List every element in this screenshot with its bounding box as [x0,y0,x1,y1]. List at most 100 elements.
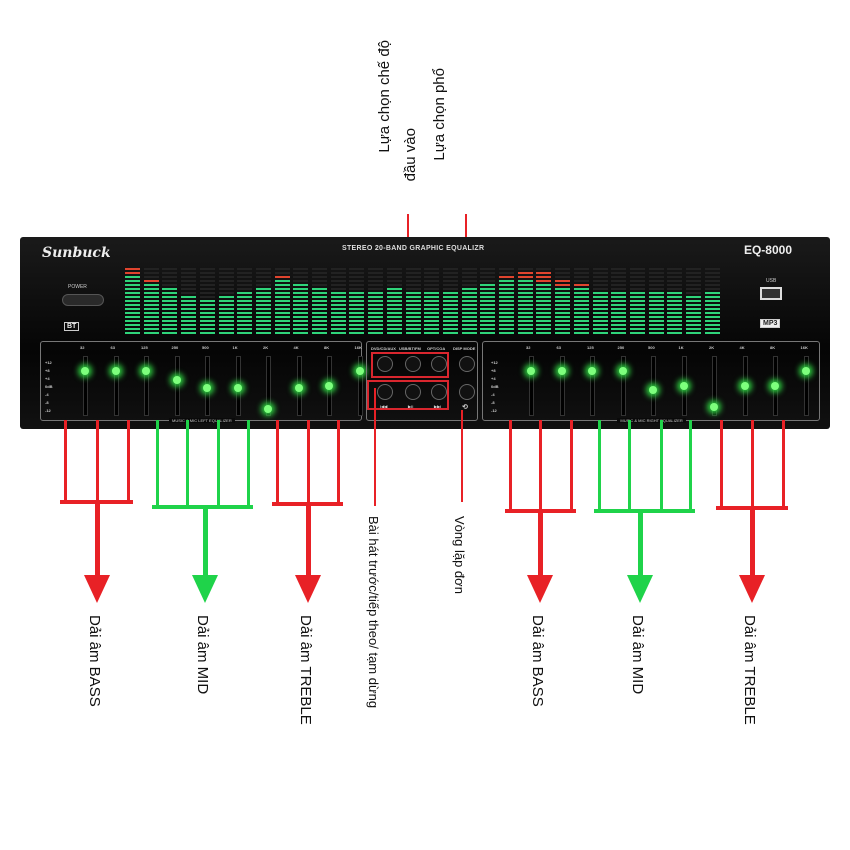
treble-right-arrow-icon [739,575,765,603]
prev-button[interactable] [377,384,393,400]
db-scale-label: +4 [45,376,50,381]
eq-slider-2K[interactable] [710,356,718,416]
eq-slider-1K[interactable] [679,356,688,416]
eq-slider-250[interactable] [172,356,181,416]
btn-label-opt: OPT/COA [427,346,446,351]
spectrum-bar [368,268,384,334]
spectrum-bar [704,268,720,334]
disp-mode-button[interactable] [459,356,475,372]
mid-left-tick-line [156,420,159,505]
slider-knob[interactable] [142,367,150,376]
freq-label: 125 [587,345,594,350]
pointer-line-prev-next [374,388,376,506]
freq-label: 250 [171,345,179,350]
play-pause-button[interactable] [405,384,421,400]
eq-slider-32[interactable] [527,356,535,416]
annotation-spectrum-mode: Lựa chọn phổ [431,68,448,161]
eq-slider-63[interactable] [557,356,566,416]
slider-knob[interactable] [679,381,688,390]
highlight-input-buttons [371,352,449,378]
mid-left-arrow-shaft [203,505,208,575]
bluetooth-badge: BT [64,322,80,331]
bass-left-tick-line [127,420,130,500]
pointer-line-loop [461,410,463,502]
eq-slider-4K[interactable] [740,356,749,416]
slider-knob[interactable] [203,384,211,392]
spectrum-bar [386,268,402,334]
eq-slider-8K[interactable] [771,356,779,416]
eq-slider-125[interactable] [142,356,150,416]
eq-slider-125[interactable] [588,356,596,416]
slider-knob[interactable] [81,367,89,376]
slider-knob[interactable] [233,384,242,392]
usb-label: USB [766,278,777,284]
eq-slider-250[interactable] [618,356,627,416]
eq-slider-16K[interactable] [355,356,364,416]
dvd-cd-aux-button[interactable] [377,356,393,372]
db-scale-label: +4 [491,376,496,381]
slider-knob[interactable] [588,367,596,376]
slider-knob[interactable] [264,405,272,413]
mid-right-arrow-shaft [638,509,643,575]
spectrum-bar [629,268,645,334]
slider-knob[interactable] [618,367,627,376]
spectrum-bar [499,268,514,334]
treble-left-arrow-shaft [306,502,311,575]
eq-slider-2K[interactable] [264,356,272,416]
repeat-one-icon: ⟲ [462,404,468,411]
spectrum-bar [667,268,683,334]
freq-label: 1K [678,345,684,350]
slider-knob[interactable] [527,367,535,376]
slider-knob[interactable] [172,375,181,384]
eq-slider-1K[interactable] [233,356,242,416]
spectrum-bar [199,268,215,334]
slider-knob[interactable] [557,367,566,376]
eq-slider-500[interactable] [649,356,657,416]
spectrum-bar [405,268,421,334]
btn-label-usb: USB/BT/FM [399,346,421,351]
spectrum-bar [480,268,496,334]
spectrum-bar [555,268,571,334]
freq-label: 32 [80,345,85,350]
spectrum-bar [255,268,271,334]
treble-left-tick-line [337,420,340,502]
panel-title: STEREO 20-BAND GRAPHIC EQUALIZR [342,245,485,252]
mid-left-tick-line [217,420,220,505]
spectrum-bar [125,268,140,334]
prev-icon: |◀◀ [380,404,388,409]
bass-right-arrow-icon [527,575,553,603]
opt-coa-button[interactable] [431,356,447,372]
eq-slider-500[interactable] [203,356,211,416]
next-button[interactable] [431,384,447,400]
repeat-one-button[interactable] [459,384,475,400]
mid-right-bracket [594,509,695,513]
bass-left-tick-line [96,420,99,500]
power-button[interactable] [62,294,104,306]
slider-knob[interactable] [771,381,779,390]
slider-knob[interactable] [801,367,810,376]
power-label: POWER [68,284,87,290]
eq-slider-63[interactable] [111,356,120,416]
slider-knob[interactable] [710,402,718,411]
slider-knob[interactable] [294,384,303,392]
db-scale-label: -12 [45,408,51,413]
db-scale-label: -4 [45,392,49,397]
mid-left-tick-line [247,420,250,505]
usb-port[interactable] [760,287,782,300]
slider-knob[interactable] [355,367,364,376]
slider-knob[interactable] [649,386,657,395]
slider-knob[interactable] [740,381,749,390]
annotation-loop: Vòng lặp đơn [452,516,467,594]
slider-knob[interactable] [111,367,120,376]
db-scale-label: +12 [491,360,498,365]
eq-slider-16K[interactable] [801,356,810,416]
usb-bt-fm-button[interactable] [405,356,421,372]
bass-left-arrow-icon [84,575,110,603]
eq-slider-32[interactable] [81,356,89,416]
slider-knob[interactable] [325,381,333,390]
eq-slider-8K[interactable] [325,356,333,416]
spectrum-bar [274,268,290,334]
mid-left-arrow-icon [192,575,218,603]
eq-slider-4K[interactable] [294,356,303,416]
